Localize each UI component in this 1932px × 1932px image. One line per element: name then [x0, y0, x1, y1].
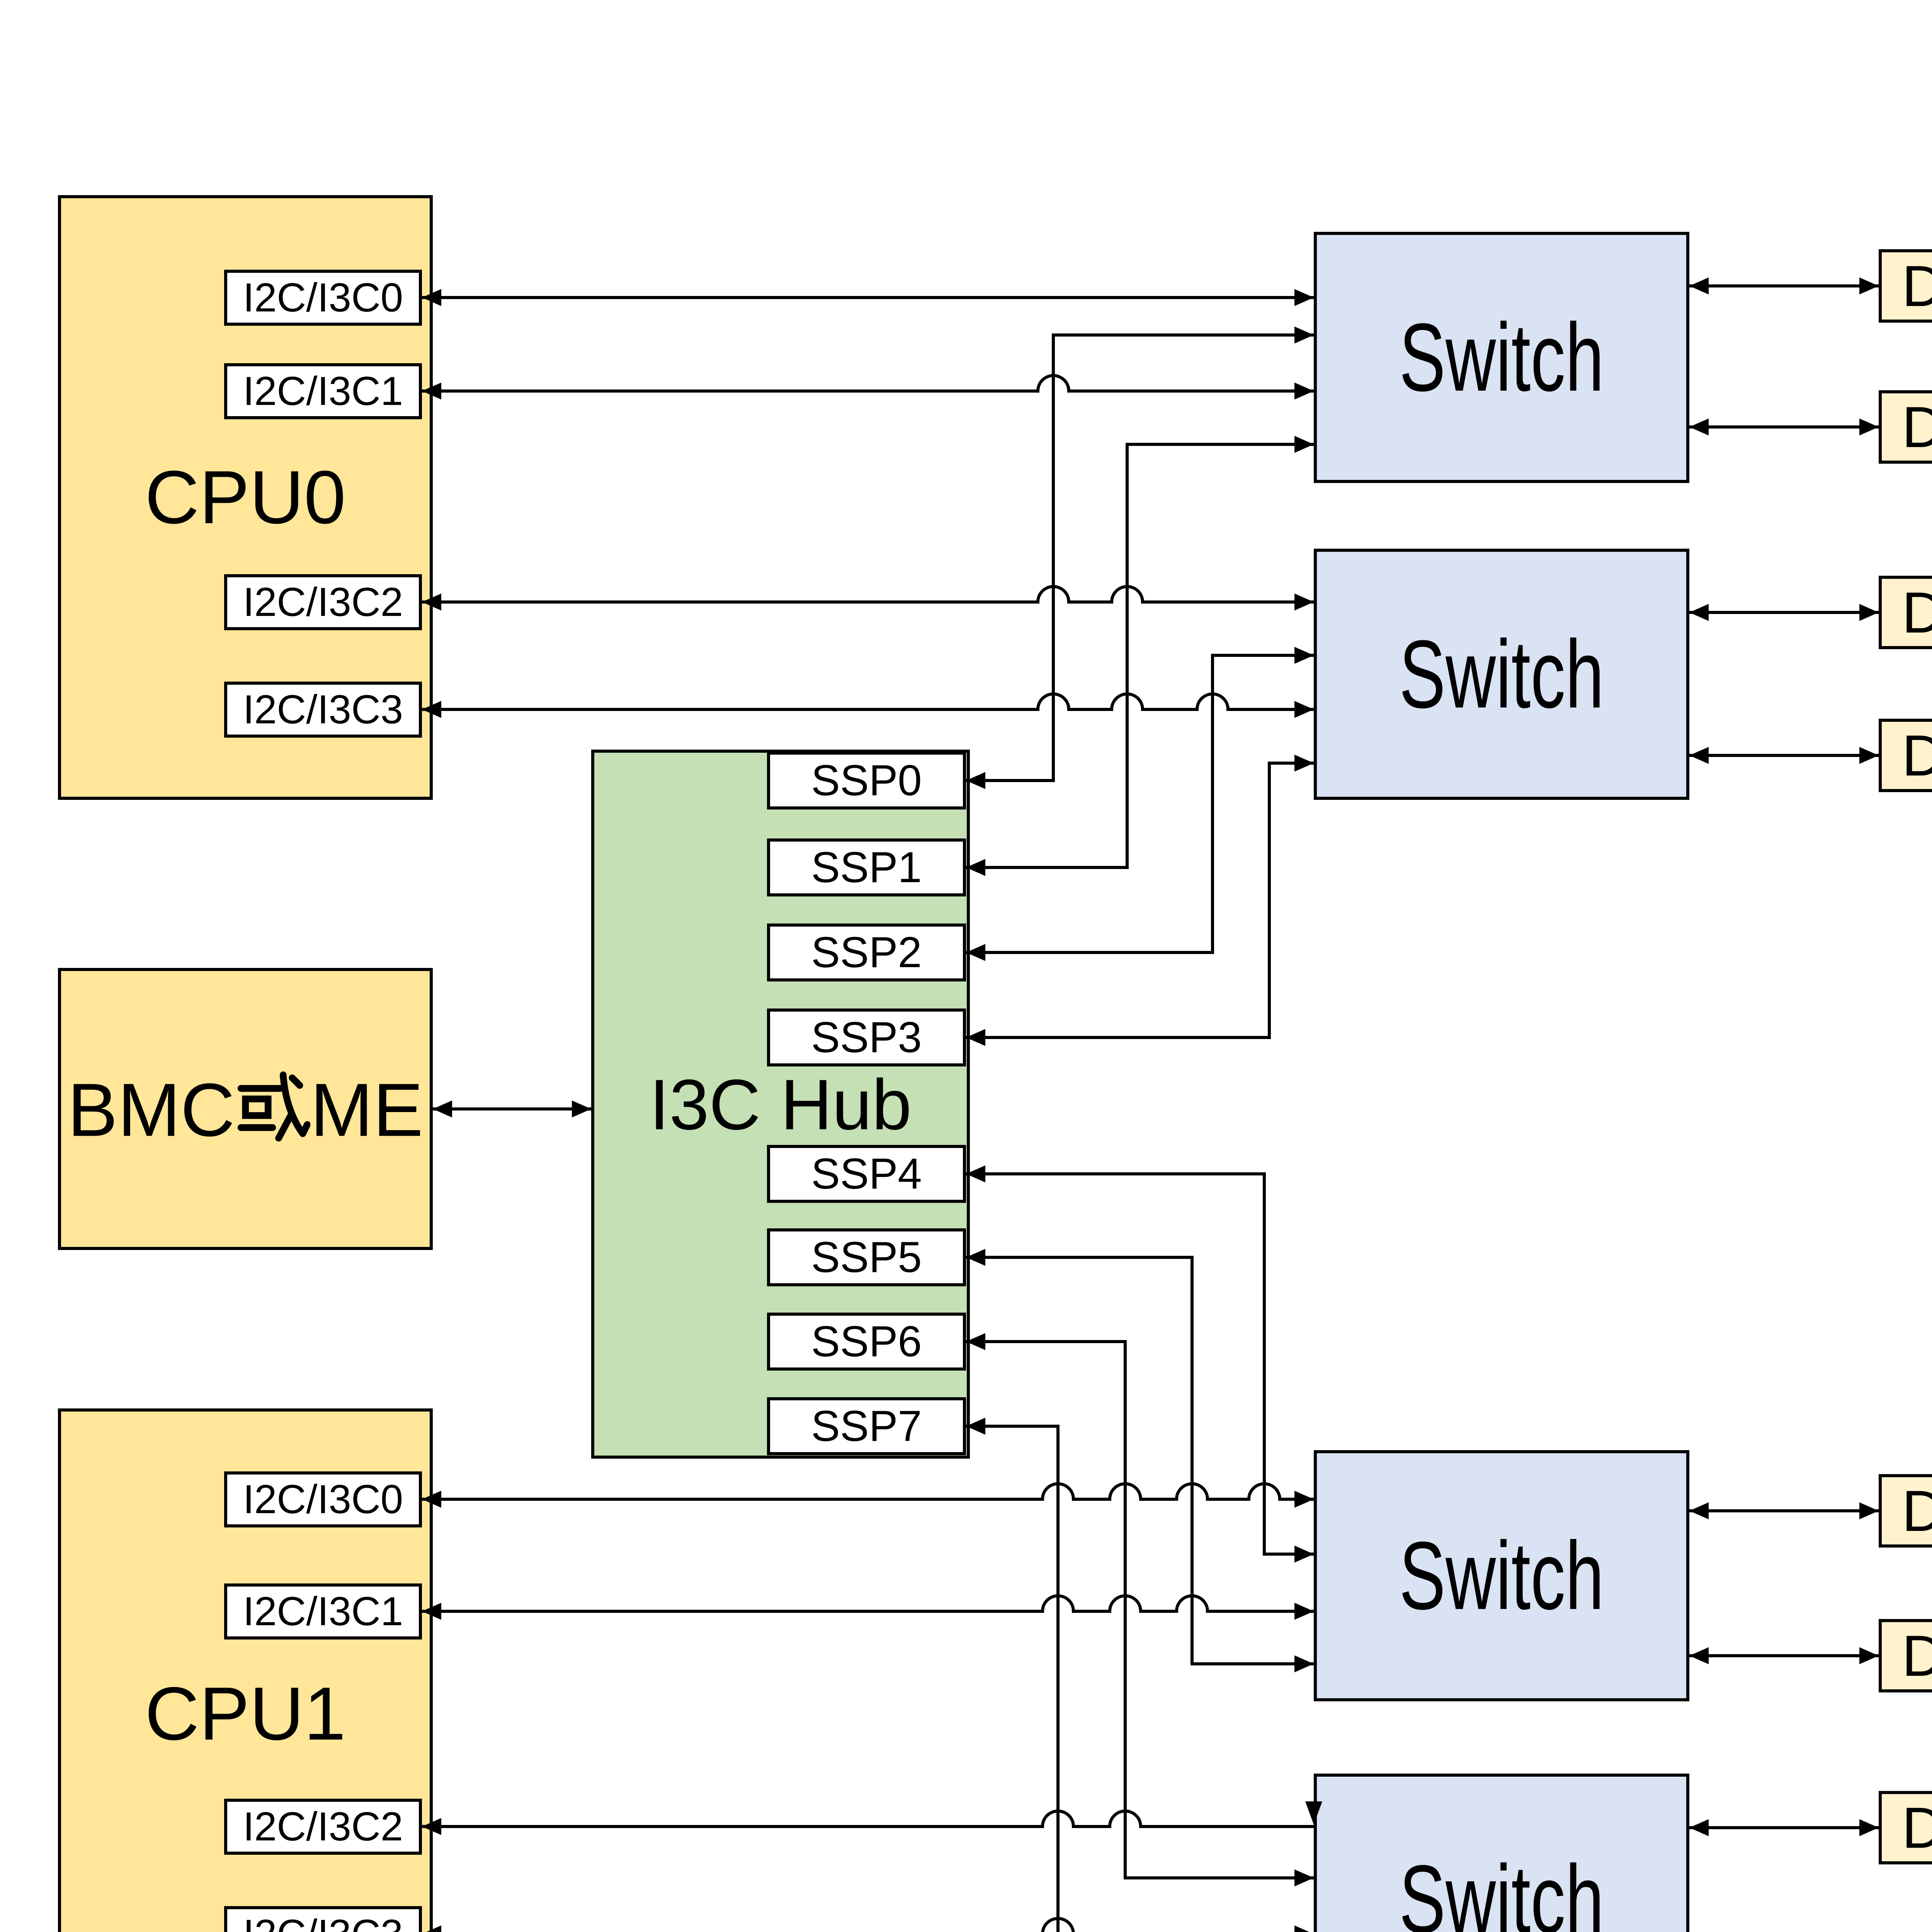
- cpu1-port-i2c-i3c0-label: I2C/I3C0: [243, 1477, 403, 1522]
- switch4-label: Switch: [1399, 1845, 1604, 1932]
- wire-cpu0-i2c3-switch2: [422, 692, 1314, 718]
- cpu0-port-i2c-i3c2: I2C/I3C2: [224, 574, 422, 630]
- hub-port-ssp3-label: SSP3: [811, 1013, 922, 1061]
- cpu1-port-i2c-i3c1-label: I2C/I3C1: [243, 1589, 403, 1634]
- switch2-box: Switch: [1314, 549, 1689, 800]
- wire-cpu1-i2c3-switch4: [422, 1917, 1314, 1932]
- hanzi-huo-glyph: [237, 1071, 311, 1141]
- wire-ssp6-switch4: [966, 1333, 1314, 1886]
- hub-port-ssp2-label: SSP2: [811, 928, 922, 976]
- dimm7-label: DDR5 DIMM: [1902, 1795, 1932, 1860]
- cpu0-port-i2c-i3c0-label: I2C/I3C0: [243, 275, 403, 320]
- hub-port-ssp6: SSP6: [767, 1313, 966, 1371]
- dimm6-box: DDR5 DIMM: [1879, 1619, 1932, 1692]
- dimm1-box: DDR5 DIMM: [1879, 249, 1932, 323]
- cpu0-port-i2c-i3c3-label: I2C/I3C3: [243, 687, 403, 732]
- dimm4-label: DDR5 DIMM: [1902, 723, 1932, 788]
- cpu0-label: CPU0: [145, 455, 346, 539]
- cpu1-label: CPU1: [145, 1671, 346, 1756]
- bmc-label: BMC ME: [67, 1068, 423, 1152]
- hub-port-ssp0-label: SSP0: [811, 756, 922, 804]
- wire-ssp2-switch2: [966, 647, 1314, 961]
- i3c-hub-label: I3C Hub: [649, 1065, 912, 1145]
- cpu0-port-i2c-i3c0: I2C/I3C0: [224, 270, 422, 326]
- wire-ssp3-switch2: [966, 755, 1314, 1046]
- dimm7-box: DDR5 DIMM: [1879, 1791, 1932, 1864]
- cpu1-port-i2c-i3c2-label: I2C/I3C2: [243, 1804, 403, 1849]
- dimm5-box: DDR5 DIMM: [1879, 1474, 1932, 1548]
- dimm3-label: DDR5 DIMM: [1902, 580, 1932, 645]
- dimm2-box: DDR5 DIMM: [1879, 390, 1932, 464]
- dimm3-box: DDR5 DIMM: [1879, 576, 1932, 649]
- cpu0-port-i2c-i3c1: I2C/I3C1: [224, 363, 422, 419]
- wire-ssp7-switch4: [966, 1418, 1314, 1932]
- dimm4-box: DDR5 DIMM: [1879, 719, 1932, 792]
- hub-port-ssp5-label: SSP5: [811, 1233, 922, 1281]
- switch1-box: Switch: [1314, 232, 1689, 483]
- switch1-label: Switch: [1399, 303, 1604, 411]
- dimm1-label: DDR5 DIMM: [1902, 253, 1932, 318]
- hub-port-ssp7-label: SSP7: [811, 1402, 922, 1450]
- hub-port-ssp4-label: SSP4: [811, 1150, 922, 1198]
- wire-ssp4-switch3: [966, 1165, 1314, 1563]
- cpu0-port-i2c-i3c1-label: I2C/I3C1: [243, 369, 403, 414]
- switch3-box: Switch: [1314, 1450, 1689, 1701]
- cpu0-port-i2c-i3c3: I2C/I3C3: [224, 682, 422, 738]
- wire-ssp0-switch1: [966, 327, 1314, 789]
- hub-port-ssp4: SSP4: [767, 1145, 966, 1203]
- hub-port-ssp5: SSP5: [767, 1228, 966, 1286]
- cpu0-port-i2c-i3c2-label: I2C/I3C2: [243, 580, 403, 625]
- hub-port-ssp7: SSP7: [767, 1397, 966, 1455]
- wire-cpu0-i2c1-switch1: [422, 374, 1314, 400]
- bmc-box: BMC ME: [58, 968, 433, 1250]
- switch4-box: Switch: [1314, 1774, 1689, 1932]
- switch2-label: Switch: [1399, 620, 1604, 728]
- hub-port-ssp0: SSP0: [767, 752, 966, 810]
- cpu1-port-i2c-i3c1: I2C/I3C1: [224, 1583, 422, 1639]
- hub-port-ssp3: SSP3: [767, 1009, 966, 1066]
- dimm2-label: DDR5 DIMM: [1902, 395, 1932, 459]
- wire-ssp5-switch3: [966, 1249, 1314, 1672]
- hub-port-ssp2: SSP2: [767, 923, 966, 981]
- wire-ssp1-switch1: [966, 436, 1314, 876]
- hub-port-ssp6-label: SSP6: [811, 1317, 922, 1366]
- wire-cpu1-i2c2-switch4: [422, 1810, 1314, 1835]
- dimm5-label: DDR5 DIMM: [1902, 1478, 1932, 1543]
- wire-cpu0-i2c2-switch2: [422, 585, 1314, 611]
- hub-port-ssp1: SSP1: [767, 838, 966, 896]
- cpu1-port-i2c-i3c2: I2C/I3C2: [224, 1799, 422, 1855]
- cpu1-port-i2c-i3c3-label: I2C/I3C3: [243, 1914, 403, 1932]
- cpu1-port-i2c-i3c3: I2C/I3C3: [224, 1906, 422, 1932]
- wire-cpu1-i2c0-switch3: [422, 1482, 1314, 1508]
- switch3-label: Switch: [1399, 1522, 1604, 1629]
- dimm6-label: DDR5 DIMM: [1902, 1623, 1932, 1688]
- hub-port-ssp1-label: SSP1: [811, 843, 922, 891]
- cpu1-port-i2c-i3c0: I2C/I3C0: [224, 1471, 422, 1527]
- wire-cpu1-i2c1-switch3: [422, 1594, 1314, 1620]
